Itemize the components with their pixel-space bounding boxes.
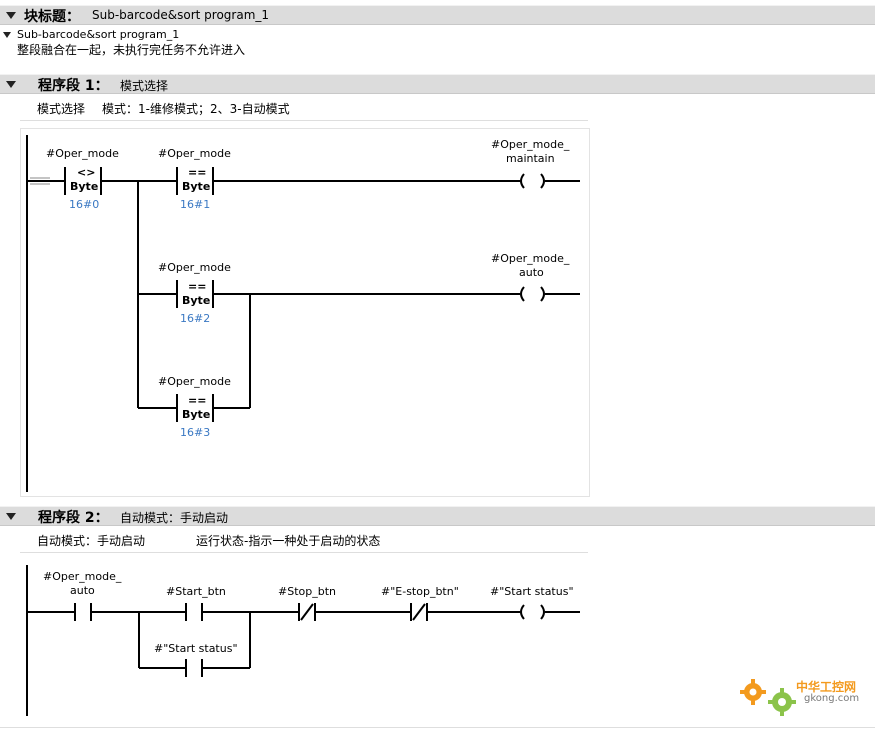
n1-contact2-op: ==: [188, 166, 207, 179]
comment-collapse-icon[interactable]: [3, 32, 11, 38]
block-comment-title[interactable]: Sub-barcode&sort program_1: [17, 28, 180, 41]
network-1-collapse-icon[interactable]: [6, 81, 16, 88]
gkong-gear-logo-icon: [740, 679, 796, 716]
n1-contact4-value[interactable]: 16#3: [180, 426, 211, 439]
block-comment-text[interactable]: 整段融合在一起，未执行完任务不允许进入: [17, 43, 246, 57]
network-1-title[interactable]: 模式选择: [120, 79, 169, 93]
collapse-triangle-icon[interactable]: [6, 12, 16, 19]
n1-contact1-value[interactable]: 16#0: [69, 198, 100, 211]
n1-contact2-value[interactable]: 16#1: [180, 198, 211, 211]
n1-contact4-op: ==: [188, 394, 207, 407]
n1-coil2-operand-line2[interactable]: auto: [519, 266, 544, 279]
n2-contact1-operand-line1[interactable]: #Oper_mode_: [43, 570, 122, 583]
block-title-value[interactable]: Sub-barcode&sort program_1: [92, 8, 270, 22]
n2-contact5-operand[interactable]: #"Start status": [154, 642, 238, 655]
network-2-comment-b[interactable]: 运行状态-指示一种处于启动的状态: [196, 534, 381, 548]
n1-contact3-value[interactable]: 16#2: [180, 312, 211, 325]
network-1-comment-a[interactable]: 模式选择: [37, 102, 86, 116]
watermark-cn: 中华工控网: [796, 680, 857, 694]
network-2-collapse-icon[interactable]: [6, 513, 16, 520]
network-2-header: 程序段 2： 自动模式：手动启动: [0, 506, 875, 526]
bottom-divider: [0, 727, 875, 728]
n1-contact1-type: Byte: [70, 180, 99, 193]
block-title-header: 块标题： Sub-barcode&sort program_1: [0, 5, 875, 25]
network-1-header: 程序段 1： 模式选择: [0, 74, 875, 94]
n1-contact3-op: ==: [188, 280, 207, 293]
n2-coil-operand[interactable]: #"Start status": [490, 585, 574, 598]
network-2-title[interactable]: 自动模式：手动启动: [120, 511, 229, 525]
network-2-comment-divider: [20, 552, 588, 553]
n1-coil1-operand-line1[interactable]: #Oper_mode_: [491, 138, 570, 151]
network-1-comment-b[interactable]: 模式：1-维修模式；2、3-自动模式: [102, 102, 290, 116]
n1-contact1-operand[interactable]: #Oper_mode: [46, 147, 119, 160]
network-1-label: 程序段 1：: [38, 78, 109, 94]
watermark-en: gkong.com: [804, 693, 860, 704]
n2-contact1-operand-line2[interactable]: auto: [70, 584, 95, 597]
block-title-label: 块标题：: [24, 9, 80, 25]
n2-contact2-operand[interactable]: #Start_btn: [166, 585, 226, 598]
n1-contact3-operand[interactable]: #Oper_mode: [158, 261, 231, 274]
network-2-label: 程序段 2：: [38, 510, 109, 526]
n2-contact4-operand[interactable]: #"E-stop_btn": [381, 585, 459, 598]
n2-contact3-operand[interactable]: #Stop_btn: [278, 585, 336, 598]
network-1-canvas: [20, 128, 590, 497]
n1-contact3-type: Byte: [182, 294, 211, 307]
n1-contact2-type: Byte: [182, 180, 211, 193]
n1-coil2-operand-line1[interactable]: #Oper_mode_: [491, 252, 570, 265]
network-1-comment-divider: [20, 120, 588, 121]
n1-contact4-type: Byte: [182, 408, 211, 421]
n1-contact1-op: <>: [77, 166, 96, 179]
n1-contact2-operand[interactable]: #Oper_mode: [158, 147, 231, 160]
n1-coil1-operand-line2[interactable]: maintain: [506, 152, 555, 165]
n1-contact4-operand[interactable]: #Oper_mode: [158, 375, 231, 388]
network-2-comment-a[interactable]: 自动模式：手动启动: [37, 534, 146, 548]
